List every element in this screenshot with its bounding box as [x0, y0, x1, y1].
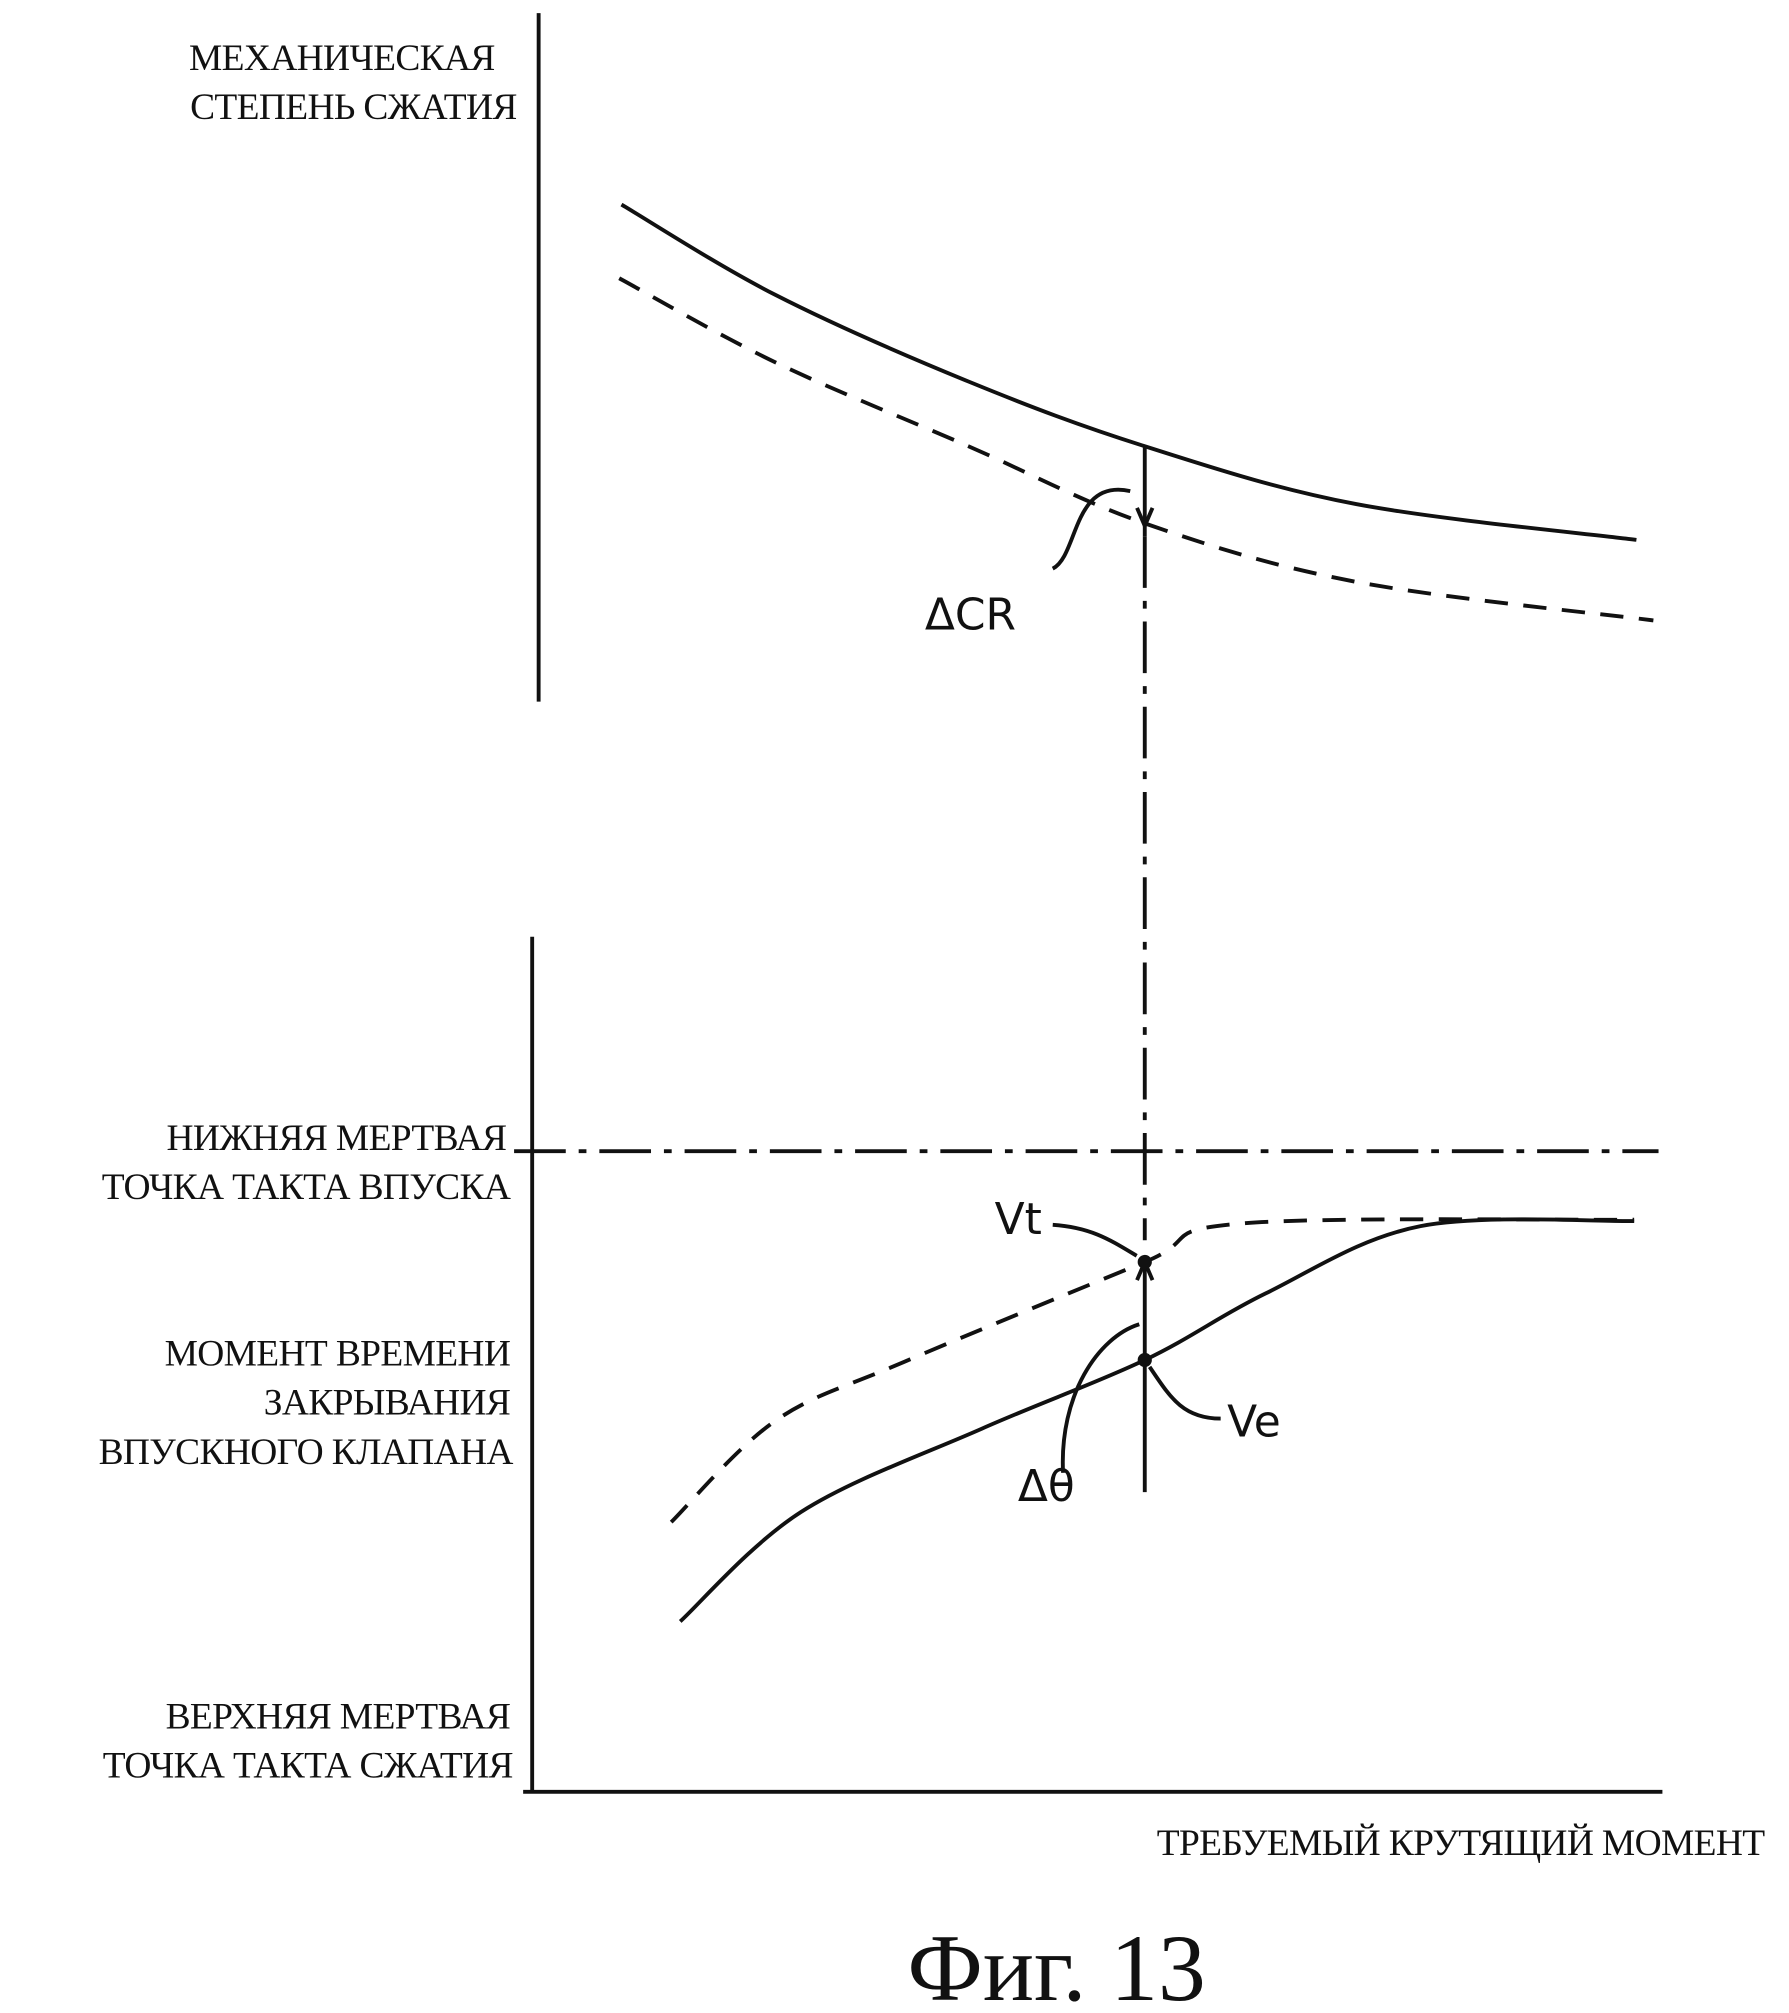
bdc-label-line2: ТОЧКА ТАКТА ВПУСКА [102, 1167, 511, 1208]
figure-caption: Фиг. 13 [907, 1915, 1205, 2013]
point-vt [1137, 1254, 1152, 1270]
ve-label: Ve [1227, 1397, 1281, 1448]
delta-theta-leader [1060, 1322, 1140, 1473]
point-ve [1137, 1352, 1152, 1368]
ve-leader [1148, 1365, 1221, 1421]
panel2-solid-curve [678, 1217, 1635, 1623]
upper-ylabel-line2: СТЕПЕНЬ СЖАТИЯ [190, 87, 517, 128]
tdc-label-line2: ТОЧКА ТАКТА СЖАТИЯ [103, 1746, 513, 1787]
delta-theta-label: Δθ [1018, 1461, 1075, 1512]
lower-ylabel-line1: МОМЕНТ ВРЕМЕНИ [165, 1334, 511, 1375]
vt-label: Vt [995, 1194, 1042, 1245]
upper-ylabel-line1: МЕХАНИЧЕСКАЯ [189, 38, 495, 79]
vt-leader [1052, 1222, 1138, 1258]
delta-cr-leader [1051, 487, 1131, 571]
panel1-solid-curve [620, 202, 1637, 542]
lower-ylabel-line2: ЗАКРЫВАНИЯ [264, 1383, 510, 1424]
bdc-label-line1: НИЖНЯЯ МЕРТВАЯ [167, 1118, 507, 1159]
lower-ylabel-line3: ВПУСКНОГО КЛАПАНА [99, 1432, 514, 1473]
panel2-dashed-curve [669, 1217, 1635, 1524]
tdc-label-line1: ВЕРХНЯЯ МЕРТВАЯ [166, 1697, 511, 1738]
panel1-dashed-curve [618, 276, 1654, 623]
delta-cr-label: ΔCR [925, 589, 1016, 640]
x-axis-label: ТРЕБУЕМЫЙ КРУТЯЩИЙ МОМЕНТ [1157, 1822, 1765, 1864]
delta-cr-arrowhead [1135, 507, 1155, 531]
curves [618, 202, 1654, 1623]
